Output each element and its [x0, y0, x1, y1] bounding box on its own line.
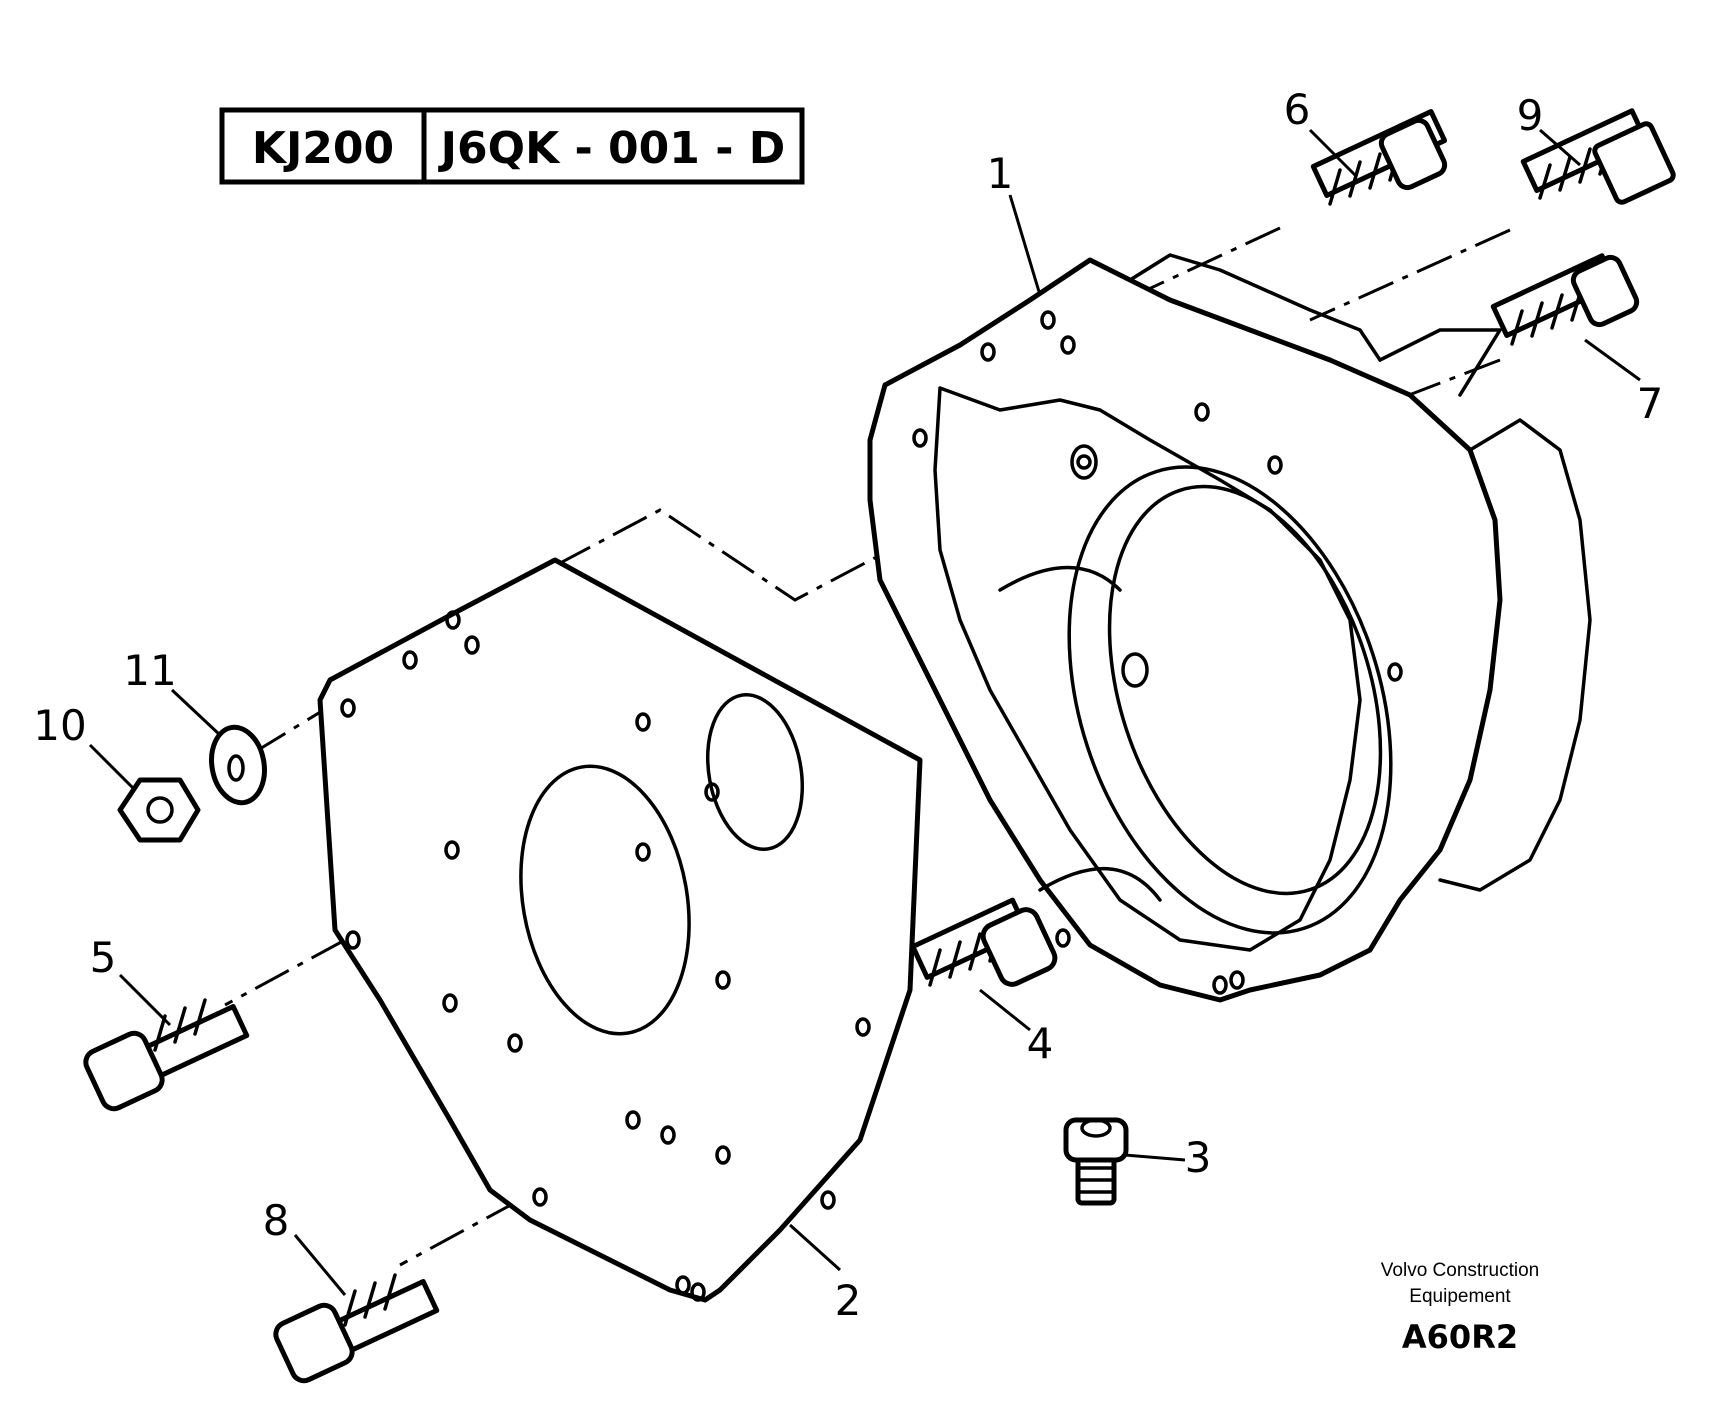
callout-11: 11: [123, 646, 176, 695]
housing-bolt-holes: [912, 310, 1403, 995]
callout-7: 7: [1637, 379, 1664, 428]
callout-1: 1: [987, 149, 1014, 198]
callout-2: 2: [835, 1276, 862, 1325]
leader-lines: [88, 128, 1641, 1296]
bolt-part-4: [910, 897, 1058, 987]
reference-box: KJ200 J6QK - 001 - D: [219, 107, 805, 185]
bolt-part-8: [273, 1273, 440, 1384]
brand-line-1: Volvo Construction: [1381, 1260, 1539, 1281]
footer: Volvo Construction Equipement A60R2: [1381, 1260, 1539, 1356]
callout-5: 5: [90, 933, 117, 982]
flywheel-housing: [867, 253, 1592, 1003]
callout-10: 10: [33, 701, 86, 750]
bolt-part-3: [1063, 1117, 1129, 1206]
callout-3: 3: [1185, 1133, 1212, 1182]
reference-model: KJ200: [252, 123, 394, 174]
callout-8: 8: [263, 1196, 290, 1245]
callout-4: 4: [1027, 1019, 1054, 1068]
brand-line-2: Equipement: [1409, 1286, 1511, 1307]
reference-code: J6QK - 001 - D: [438, 123, 786, 174]
adapter-plate: [317, 557, 923, 1303]
callout-6: 6: [1284, 85, 1311, 134]
figure-code: A60R2: [1402, 1318, 1518, 1356]
bolt-part-7: [1490, 253, 1640, 346]
nut-part-10: [117, 777, 201, 843]
callout-9: 9: [1517, 91, 1544, 140]
bolt-part-9: [1520, 108, 1676, 205]
callout-labels: 1 2 3 4 5 6 7 8 9 10 11: [33, 85, 1663, 1325]
plate-bolt-holes: [340, 610, 871, 1302]
bolt-part-5: [83, 998, 250, 1112]
bolt-part-6: [1310, 109, 1448, 206]
washer-part-11: [209, 724, 267, 806]
